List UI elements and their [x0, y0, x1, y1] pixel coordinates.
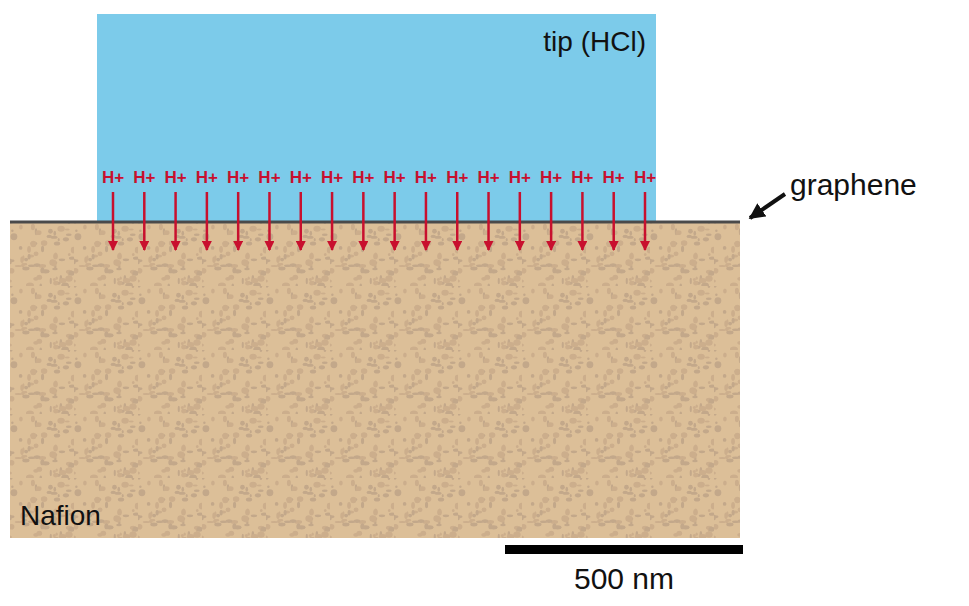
proton-symbol: H+: [102, 168, 124, 188]
membrane-texture: [10, 222, 740, 538]
hcl-tip: tip (HCl): [97, 14, 656, 222]
membrane-label: Nafion: [20, 500, 101, 532]
proton-symbol: H+: [509, 168, 531, 188]
graphene-pointer: [750, 194, 785, 218]
scale-bar: [505, 545, 743, 554]
proton-symbol: H+: [477, 168, 499, 188]
proton-symbol: H+: [290, 168, 312, 188]
proton-symbol: H+: [603, 168, 625, 188]
proton-symbol: H+: [164, 168, 186, 188]
proton-symbol: H+: [571, 168, 593, 188]
proton-symbol: H+: [196, 168, 218, 188]
tip-label: tip (HCl): [543, 26, 646, 58]
proton-symbol: H+: [415, 168, 437, 188]
proton-symbol: H+: [321, 168, 343, 188]
graphene-label: graphene: [790, 168, 917, 202]
nafion-membrane: Nafion: [10, 222, 740, 538]
proton-symbol: H+: [634, 168, 656, 188]
proton-symbol: H+: [352, 168, 374, 188]
proton-symbol: H+: [133, 168, 155, 188]
scale-label: 500 nm: [574, 562, 674, 596]
proton-symbol: H+: [258, 168, 280, 188]
proton-symbol: H+: [384, 168, 406, 188]
proton-symbol: H+: [446, 168, 468, 188]
proton-symbol: H+: [540, 168, 562, 188]
proton-symbol: H+: [227, 168, 249, 188]
